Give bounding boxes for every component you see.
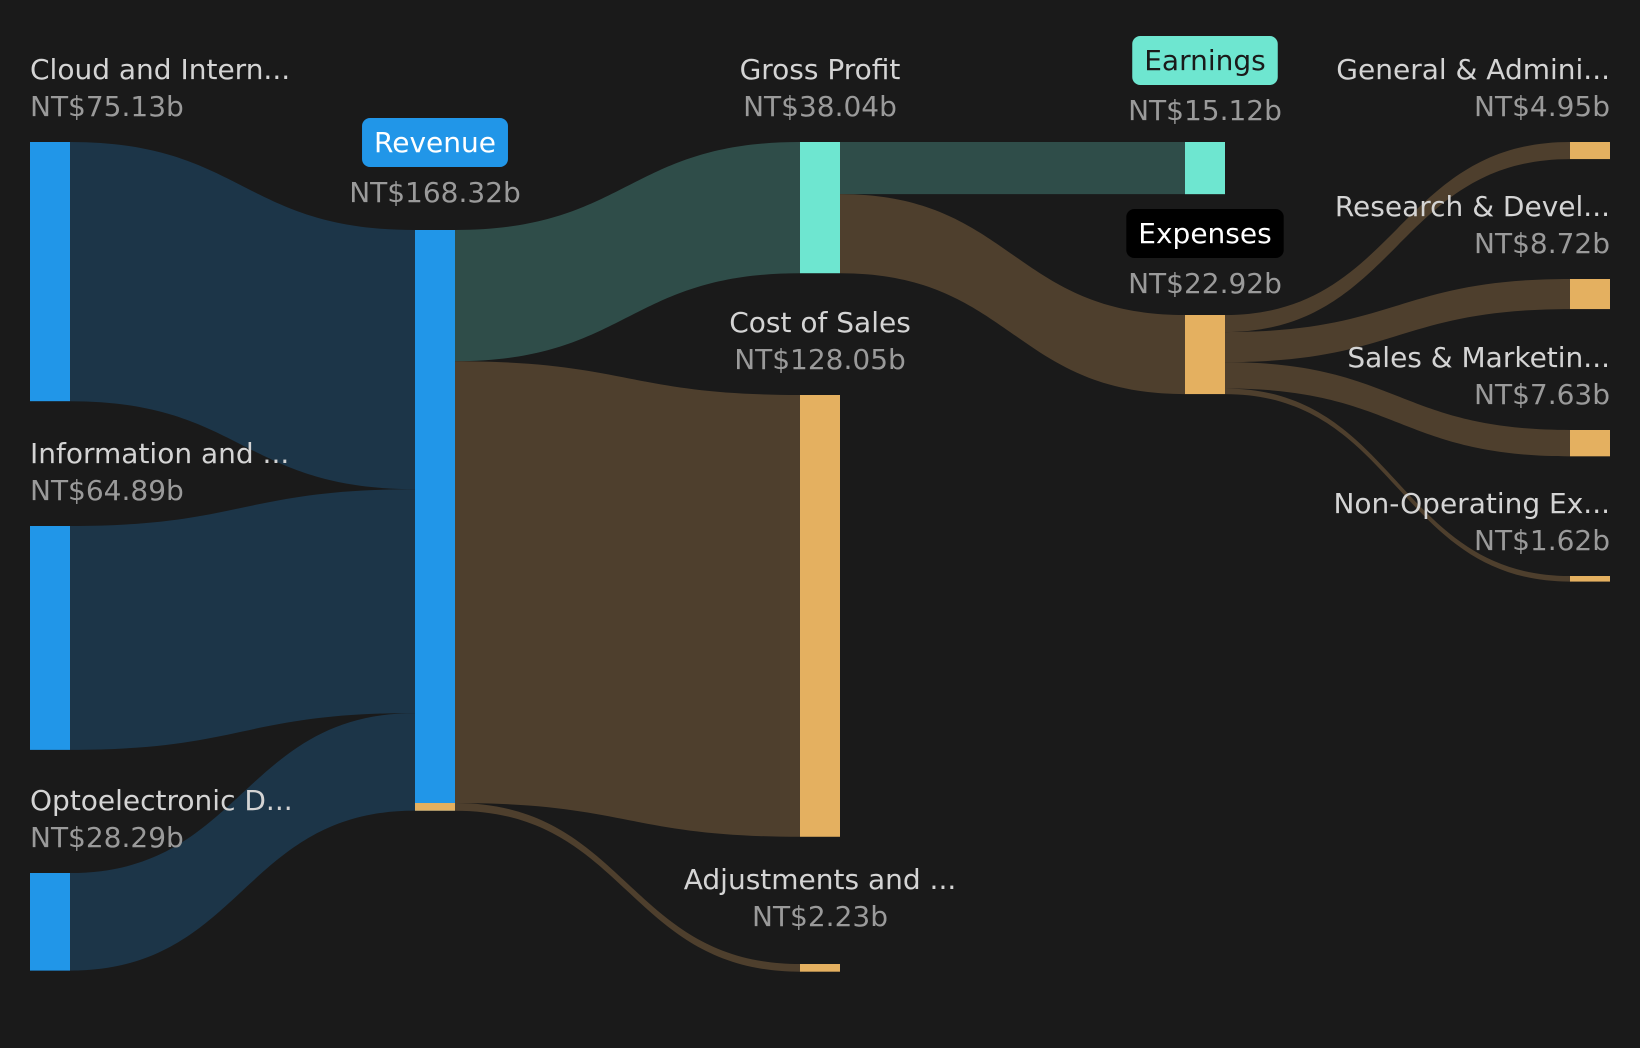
node-earnings [1185,142,1225,195]
link-revenue-to-gross [455,142,800,362]
link-info-to-revenue [70,489,415,750]
label-cos-name: Cost of Sales [729,306,911,339]
label-info-value: NT$64.89b [30,474,184,507]
label-earnings-value: NT$15.12b [1128,94,1282,127]
link-expenses-to-sm [1225,362,1570,457]
badge-expenses [1126,209,1284,258]
label-adj-value: NT$2.23b [752,900,888,933]
label-rd-value: NT$8.72b [1474,227,1610,260]
label-sm-value: NT$7.63b [1474,378,1610,411]
label-adj-name: Adjustments and ... [684,863,957,896]
link-gross-to-earnings [840,142,1185,195]
label-cloud-name: Cloud and Intern... [30,53,290,86]
node-adj [800,964,840,972]
node-revenue-adjustments-segment [415,803,455,811]
badge-earnings [1132,36,1278,85]
label-gross-name: Gross Profit [740,53,901,86]
link-gross-to-expenses [840,194,1185,395]
node-info [30,526,70,750]
flow-labels: Cloud and Intern... NT$75.13bInformation … [30,36,1610,933]
link-expenses-to-rd [1225,279,1570,363]
label-revenue-name: Revenue [374,126,496,159]
node-cloud [30,142,70,402]
link-expenses-to-ga [1225,142,1570,333]
flow-nodes [30,142,1610,972]
label-rd-name: Research & Devel... [1335,190,1610,223]
node-opto [30,873,70,971]
link-revenue-to-adj [455,803,800,972]
label-gross-value: NT$38.04b [743,90,897,123]
node-nonop [1570,576,1610,582]
node-expenses [1185,315,1225,395]
label-cos-value: NT$128.05b [734,343,906,376]
label-opto-value: NT$28.29b [30,821,184,854]
link-revenue-to-cos [455,361,800,837]
label-expenses-name: Expenses [1138,217,1271,250]
label-sm-name: Sales & Marketin... [1347,341,1610,374]
node-cos [800,395,840,837]
label-ga-name: General & Admini... [1336,53,1610,86]
flow-links [70,142,1570,972]
node-ga [1570,142,1610,160]
link-cloud-to-revenue [70,142,415,490]
label-earnings-name: Earnings [1144,44,1266,77]
label-nonop-value: NT$1.62b [1474,524,1610,557]
node-rd [1570,279,1610,310]
link-opto-to-revenue [70,713,415,971]
label-info-name: Information and ... [30,437,289,470]
label-revenue-value: NT$168.32b [349,176,521,209]
node-gross [800,142,840,274]
node-revenue [415,230,455,811]
badge-revenue [362,118,508,167]
label-ga-value: NT$4.95b [1474,90,1610,123]
link-expenses-to-nonop [1225,388,1570,582]
label-expenses-value: NT$22.92b [1128,267,1282,300]
label-nonop-name: Non-Operating Ex... [1333,487,1610,520]
label-cloud-value: NT$75.13b [30,90,184,123]
node-sm [1570,430,1610,457]
label-opto-name: Optoelectronic D... [30,784,293,817]
